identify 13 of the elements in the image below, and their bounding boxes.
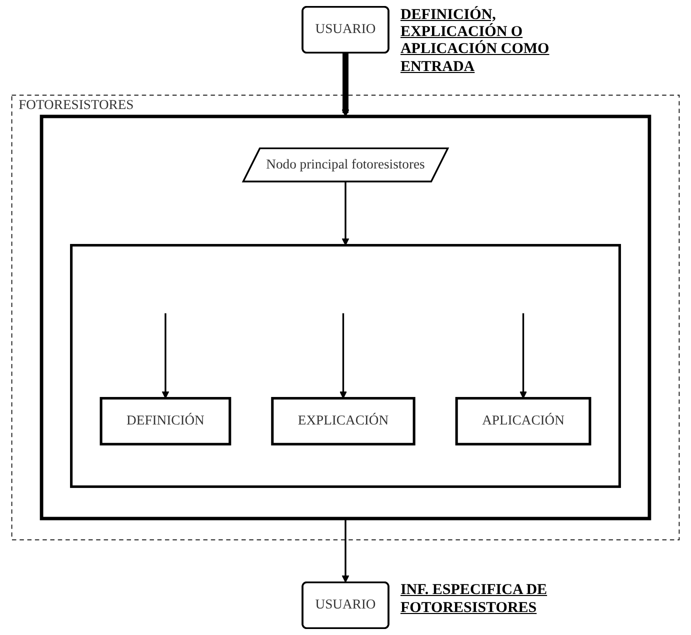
arrow xyxy=(342,52,350,117)
node-caption: INF. ESPECIFICA DE FOTORESISTORES xyxy=(400,582,548,617)
cluster xyxy=(40,114,652,520)
arrow xyxy=(342,182,350,246)
node-caption: DEFINICIÓN, EXPLICACIÓN O APLICACIÓN COMO ENTRADA xyxy=(400,6,550,76)
arrow xyxy=(520,313,527,399)
node-box: DEFINICIÓN xyxy=(100,396,232,446)
node-box: EXPLICACIÓN xyxy=(271,396,416,446)
cluster xyxy=(70,244,621,488)
arrow xyxy=(340,313,347,399)
arrow xyxy=(162,313,170,399)
arrow xyxy=(342,518,350,583)
node-box: APLICACIÓN xyxy=(455,396,592,446)
